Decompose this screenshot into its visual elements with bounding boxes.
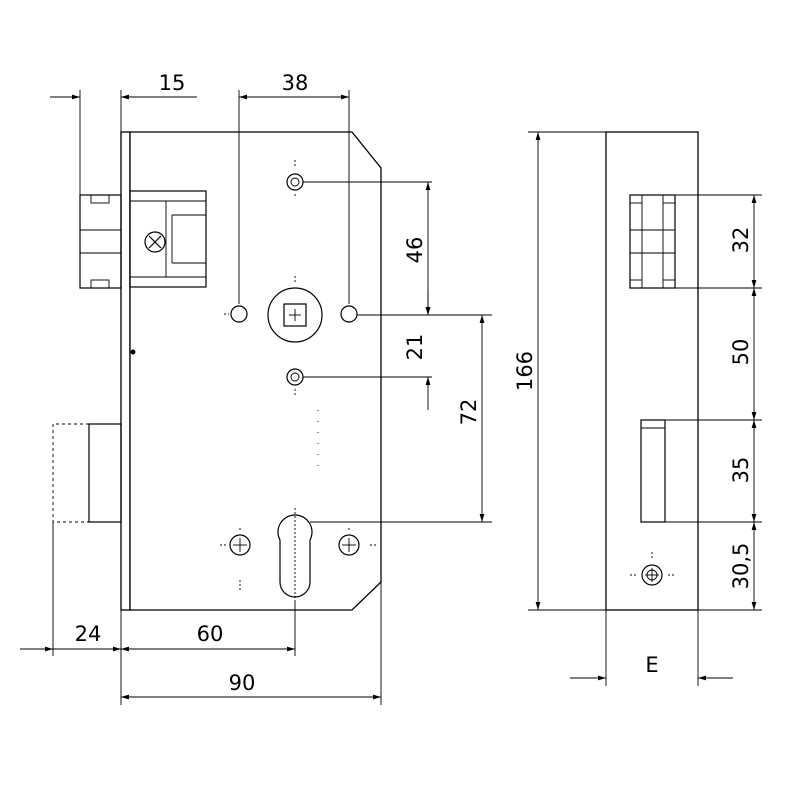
dim-label-72: 72 bbox=[457, 399, 481, 426]
case-body bbox=[129, 131, 382, 611]
dim-label-E: E bbox=[645, 653, 658, 677]
dim-label-38: 38 bbox=[282, 71, 309, 95]
screw-icon bbox=[144, 231, 166, 253]
latch-opening bbox=[629, 194, 676, 289]
dim-right-stack: 32 50 35 30,5 bbox=[665, 194, 762, 611]
dim-label-60: 60 bbox=[197, 622, 224, 646]
deadbolt bbox=[52, 423, 122, 523]
left-fixing-hole bbox=[230, 305, 248, 323]
latch-bolt bbox=[79, 190, 207, 289]
dim-label-166: 166 bbox=[513, 351, 537, 391]
dim-label-35: 35 bbox=[729, 457, 753, 484]
dim-label-50: 50 bbox=[729, 339, 753, 366]
dim-E: E bbox=[570, 610, 733, 686]
dim-label-15: 15 bbox=[159, 71, 186, 95]
dim-38: 38 bbox=[238, 71, 350, 304]
forend-front-view: 166 32 50 35 30,5 E bbox=[513, 131, 762, 686]
dim-label-32: 32 bbox=[729, 227, 753, 254]
dim-166: 166 bbox=[513, 131, 606, 611]
dim-24-60: 24 60 bbox=[20, 522, 296, 705]
cylinder-cutout bbox=[277, 508, 313, 600]
spindle-hub bbox=[267, 276, 323, 343]
dim-label-30-5: 30,5 bbox=[729, 543, 753, 590]
pivot-dot bbox=[130, 349, 136, 355]
forend-face bbox=[605, 131, 699, 611]
cylinder-fixing-holes bbox=[220, 528, 376, 590]
right-fixing-hole bbox=[340, 305, 358, 323]
dim-72: 72 bbox=[310, 315, 492, 523]
dim-label-90: 90 bbox=[229, 671, 256, 695]
dim-label-21: 21 bbox=[403, 334, 427, 361]
dim-15: 15 bbox=[50, 71, 197, 195]
dim-label-46: 46 bbox=[403, 237, 427, 264]
dim-90: 90 bbox=[121, 582, 382, 705]
forend-screw-icon bbox=[630, 552, 674, 586]
dim-label-24: 24 bbox=[75, 622, 102, 646]
lock-case-side-view: 15 38 46 21 72 bbox=[20, 71, 492, 705]
dim-21: 21 bbox=[303, 290, 432, 410]
bolt-opening bbox=[640, 419, 666, 523]
forend-plate bbox=[120, 131, 131, 611]
